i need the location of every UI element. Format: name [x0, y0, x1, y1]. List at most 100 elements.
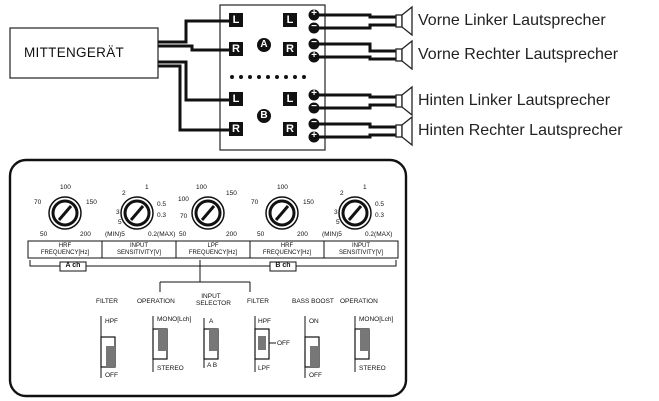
speaker-icon-front-left — [395, 5, 413, 37]
channel-squares — [229, 13, 297, 136]
switch-operation-b — [354, 316, 370, 372]
knob-scale: 150 — [303, 199, 314, 206]
speaker-icon-front-right — [395, 39, 413, 71]
switch-title: FILTER — [247, 298, 269, 305]
knob-scale: 100 — [178, 196, 189, 203]
knob-scale: 0.5 — [157, 201, 167, 208]
switch-top-label: ON — [309, 318, 319, 325]
knob-scale: 2 — [340, 190, 344, 197]
knob-scale: 100 — [60, 184, 71, 191]
rear-right-out-label: R — [286, 123, 294, 135]
knob-scale: 0.3 — [157, 212, 167, 219]
terminal-plus: + — [311, 8, 317, 19]
section-b-badge — [257, 109, 271, 123]
terminal-plus: + — [311, 88, 317, 99]
input-wires — [158, 19, 229, 132]
control-panel-frame — [8, 158, 408, 398]
front-right-out-label: R — [286, 43, 294, 55]
knob-scale: 50 — [257, 231, 265, 238]
channel-a-box — [59, 261, 87, 272]
knob-scale: 200 — [80, 231, 91, 238]
rear-right-in-label: R — [232, 123, 240, 135]
section-b-label: B — [260, 110, 268, 121]
terminals — [308, 9, 320, 143]
terminal-minus: − — [311, 21, 317, 32]
channel-b-label: B ch — [275, 262, 291, 269]
channel-a-label: A ch — [65, 262, 81, 269]
switch-top-label: MONO[Lch] — [359, 316, 394, 323]
switch-top-label: MONO[Lch] — [157, 316, 192, 323]
head-unit-label: MITTENGERÄT — [24, 45, 125, 60]
switch-title: BASS BOOST — [292, 298, 334, 305]
switch-input-selector — [203, 318, 219, 368]
terminal-plus: + — [311, 130, 317, 141]
switch-filter-a — [100, 316, 116, 378]
knob-scale: 70 — [251, 199, 259, 206]
switch-bottom-label: LPF — [258, 365, 270, 372]
speaker-icon-rear-left — [395, 85, 413, 117]
knob-scale: 70 — [34, 199, 42, 206]
switch-title: OPERATION — [340, 298, 378, 305]
knob-scale: 5 — [118, 219, 122, 226]
speaker-label-rear-left: Hinten Linker Lautsprecher — [418, 92, 611, 109]
knob-scale: 70 — [180, 213, 188, 220]
rear-left-out-label: L — [286, 93, 294, 105]
knob-lpf — [191, 196, 225, 230]
knob-scale: 50 — [40, 231, 48, 238]
speaker-wires — [319, 13, 396, 139]
knob-scale: 1 — [145, 184, 149, 191]
front-left-out-label: L — [286, 14, 294, 26]
switch-bottom-label: A B — [207, 362, 218, 369]
switch-top-label: HPF — [105, 318, 118, 325]
knob-scale: 3 — [116, 209, 120, 216]
speaker-label-rear-right: Hinten Rechter Lautsprecher — [418, 122, 623, 139]
channel-bracket — [29, 260, 397, 292]
front-left-in-label: L — [232, 14, 240, 26]
knob-scale: 0.5 — [375, 201, 385, 208]
switch-bottom-label: STEREO — [359, 365, 386, 372]
knob-scale: 200 — [297, 231, 308, 238]
channel-b-box — [269, 261, 297, 272]
knob-scale: 150 — [86, 199, 97, 206]
switch-bottom-label: OFF — [309, 372, 322, 379]
rear-left-in-label: L — [232, 93, 240, 105]
knob-scale: (MIN)5 — [105, 231, 125, 238]
speaker-label-front-right: Vorne Rechter Lautsprecher — [418, 46, 619, 63]
knob-scale: 0.2(MAX) — [365, 231, 393, 238]
speaker-icon-rear-right — [395, 115, 413, 147]
knob-scale: 50 — [179, 231, 187, 238]
terminal-minus: − — [311, 117, 317, 128]
knob-scale: 0.2(MAX) — [148, 231, 176, 238]
knob-input-a — [120, 196, 154, 230]
head-unit-box — [9, 27, 159, 79]
switch-bottom-label: STEREO — [157, 365, 184, 372]
separator-dots — [230, 75, 306, 79]
knob-input-b — [338, 196, 372, 230]
label-box-5 — [323, 240, 399, 259]
switch-top-label: HPF — [258, 318, 271, 325]
knob-scale: 3 — [334, 209, 338, 216]
terminal-minus: − — [311, 37, 317, 48]
terminal-plus: + — [311, 50, 317, 61]
knob-scale: 2 — [122, 190, 126, 197]
terminal-minus: − — [311, 101, 317, 112]
knob-hpf-b — [265, 196, 299, 230]
knob-scale: 1 — [363, 184, 367, 191]
knob-scale: 100 — [277, 184, 288, 191]
switch-title: FILTER — [96, 298, 118, 305]
switch-operation-a — [152, 316, 168, 372]
knob-scale: 100 — [196, 184, 207, 191]
knob-scale: 200 — [226, 231, 237, 238]
section-a-label: A — [260, 39, 268, 50]
switch-filter-b — [254, 316, 276, 372]
knob-scale: (MIN)5 — [322, 231, 342, 238]
knob-scale: 0.3 — [375, 212, 385, 219]
front-right-in-label: R — [232, 43, 240, 55]
knob-hpf-a — [48, 196, 82, 230]
